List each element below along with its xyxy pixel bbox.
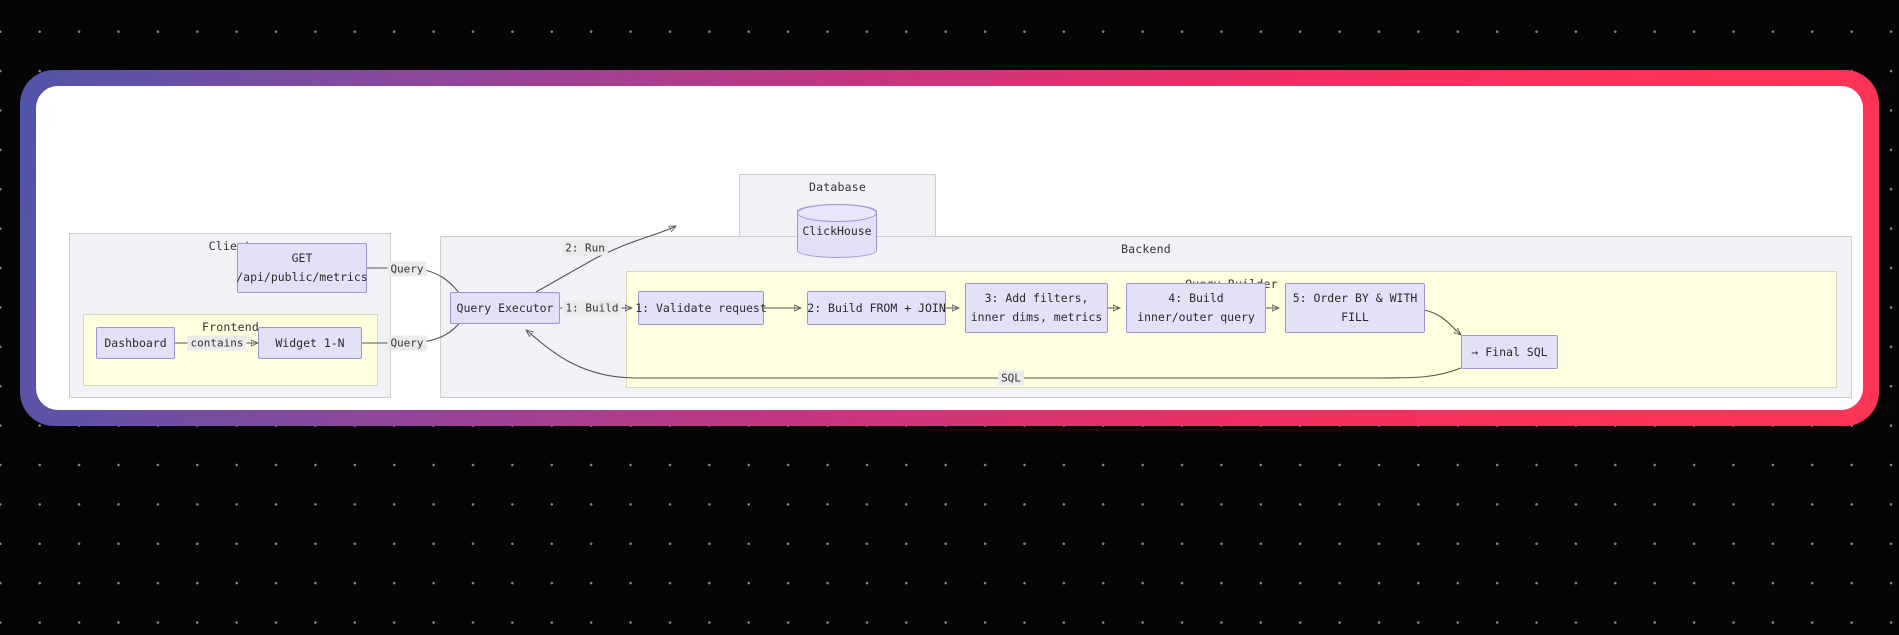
node-clickhouse-label: ClickHouse: [802, 224, 872, 238]
node-query-executor-label: Query Executor: [456, 300, 554, 315]
edge-label-sql: SQL: [998, 370, 1024, 386]
node-get-metrics-line1: GET: [291, 251, 313, 266]
node-final-sql[interactable]: → Final SQL: [1461, 335, 1558, 369]
node-step-5-line2: FILL: [1341, 310, 1369, 324]
node-step-4-line1: 4: Build: [1168, 291, 1224, 306]
gradient-frame: Client Frontend Database Backend Query B…: [20, 70, 1879, 426]
node-step-1[interactable]: 1: Validate request: [635, 291, 767, 325]
cluster-frontend-label: Frontend: [202, 320, 259, 334]
cluster-database-label: Database: [809, 180, 866, 194]
edge-label-query-bottom: Query: [387, 335, 427, 351]
cluster-backend-label: Backend: [1121, 242, 1171, 256]
node-widget[interactable]: Widget 1-N: [258, 327, 362, 359]
node-final-sql-label: → Final SQL: [1471, 344, 1548, 359]
node-step-2-label: 2: Build FROM + JOIN: [807, 300, 946, 315]
node-dashboard[interactable]: Dashboard: [96, 327, 175, 359]
node-dashboard-label: Dashboard: [104, 335, 167, 350]
diagram-card: Client Frontend Database Backend Query B…: [36, 86, 1863, 410]
node-clickhouse[interactable]: ClickHouse: [797, 204, 877, 258]
node-step-5[interactable]: 5: Order BY & WITH FILL: [1285, 283, 1425, 333]
node-step-4[interactable]: 4: Build inner/outer query: [1126, 283, 1266, 333]
edge-label-run: 2: Run: [562, 240, 608, 256]
node-step-3[interactable]: 3: Add filters, inner dims, metrics: [965, 283, 1108, 333]
edge-label-build: 1: Build: [562, 300, 622, 316]
node-get-metrics[interactable]: GET /api/public/metrics: [236, 243, 368, 293]
node-query-executor[interactable]: Query Executor: [450, 292, 560, 324]
node-step-2[interactable]: 2: Build FROM + JOIN: [807, 291, 946, 325]
node-step-3-line1: 3: Add filters,: [984, 291, 1089, 306]
node-get-metrics-line2: /api/public/metrics: [236, 270, 368, 284]
node-widget-label: Widget 1-N: [275, 335, 345, 350]
node-step-4-line2: inner/outer query: [1137, 310, 1255, 324]
node-step-3-line2: inner dims, metrics: [970, 310, 1103, 324]
node-step-5-line1: 5: Order BY & WITH: [1292, 291, 1418, 306]
node-step-1-label: 1: Validate request: [635, 300, 767, 315]
edge-label-contains: contains: [187, 335, 247, 351]
edge-label-query-top: Query: [387, 261, 427, 277]
